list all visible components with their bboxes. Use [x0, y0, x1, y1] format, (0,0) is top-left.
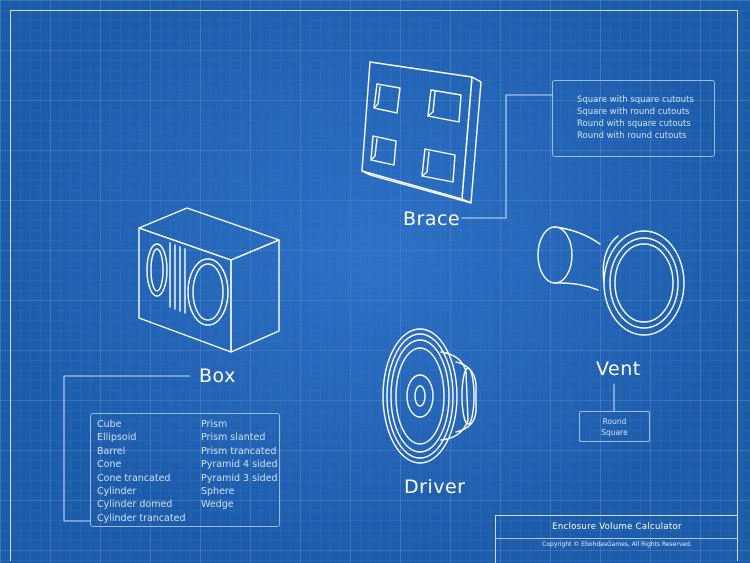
list-item[interactable]: Round [602, 417, 627, 426]
title-block: Enclosure Volume Calculator Copyright © … [495, 515, 738, 563]
title-block-divider [496, 538, 738, 539]
list-item[interactable]: Cube [97, 419, 122, 430]
list-item[interactable]: Cone trancated [97, 472, 171, 484]
list-item[interactable]: Wedge [201, 499, 234, 511]
brace-options-list: Square with square cutouts Square with r… [552, 80, 715, 157]
list-item[interactable]: Prism trancated [201, 445, 277, 457]
list-item[interactable]: Pyramid 3 sided [201, 472, 278, 484]
vent-options-list: Round Square [579, 411, 650, 442]
blueprint-frame [10, 10, 738, 561]
box-label[interactable]: Box [199, 365, 236, 387]
list-item[interactable]: Sphere [201, 486, 235, 498]
app-title: Enclosure Volume Calculator [552, 522, 682, 532]
brace-connector-line [461, 94, 553, 219]
box-shapes-column-right: Prism Prism slanted Prism trancated Pyra… [201, 418, 278, 512]
list-item[interactable]: Pyramid 4 sided [201, 459, 278, 471]
list-item[interactable]: Ellipsoid [97, 432, 137, 444]
box-connector-line [63, 375, 191, 522]
list-item[interactable]: Prism [201, 419, 228, 430]
list-item[interactable]: Cylinder [97, 486, 137, 498]
driver-speaker-icon[interactable] [382, 328, 477, 464]
list-item[interactable]: Cylinder trancated [97, 512, 186, 524]
list-item[interactable]: Cylinder domed [97, 499, 173, 511]
brace-icon[interactable] [361, 61, 482, 204]
brace-label[interactable]: Brace [403, 208, 461, 230]
box-shapes-column-left: Cube Ellipsoid Barrel Cone Cone trancate… [97, 418, 185, 525]
list-item[interactable]: Square with square cutouts [577, 95, 694, 105]
driver-label[interactable]: Driver [404, 476, 466, 498]
list-item[interactable]: Round with round cutouts [577, 131, 687, 141]
list-item[interactable]: Barrel [97, 445, 126, 457]
box-enclosure-icon[interactable] [138, 207, 280, 353]
vent-port-icon[interactable] [537, 226, 685, 336]
list-item[interactable]: Prism slanted [201, 432, 266, 444]
list-item[interactable]: Square with round cutouts [577, 107, 690, 117]
list-item[interactable]: Cone [97, 459, 122, 471]
copyright-text: Copyright © EbohdasGames, All Rights Res… [542, 541, 692, 548]
list-item[interactable]: Round with square cutouts [577, 119, 691, 129]
box-shapes-list: Cube Ellipsoid Barrel Cone Cone trancate… [90, 413, 280, 527]
list-item[interactable]: Square [601, 427, 628, 437]
vent-label[interactable]: Vent [596, 358, 641, 380]
